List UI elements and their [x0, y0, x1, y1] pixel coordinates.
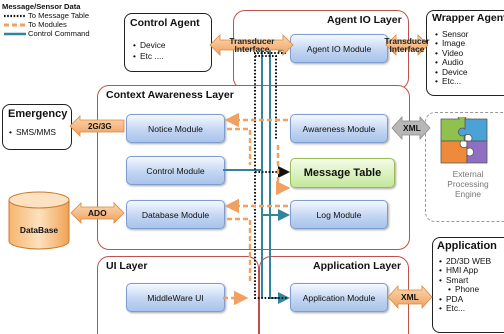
transducer-line: Transducer	[229, 36, 275, 46]
wrapper-agent-item: Audio	[435, 57, 468, 67]
transducer-line: Interface	[234, 43, 270, 54]
emergency-box: Emergency SMS/MMS	[2, 104, 72, 150]
external-engine-line: External	[452, 169, 484, 179]
application-module[interactable]: Application Module	[290, 283, 388, 312]
agent-io-module[interactable]: Agent IO Module	[290, 34, 388, 63]
xml-arrow-top	[391, 115, 431, 141]
database-icon	[8, 191, 70, 250]
wrapper-agent-box: Wrapper Agent Sensor Image Video Audio D…	[426, 10, 504, 96]
2g3g-arrow	[69, 115, 125, 137]
legend-dashed-line-icon	[4, 23, 26, 27]
application-box-title: Application	[437, 240, 497, 252]
transducer-line: Interface	[389, 43, 425, 54]
message-table-lines	[254, 52, 290, 299]
legend-item-message-table: To Message Table	[2, 11, 90, 20]
orange-to-ui-line	[227, 217, 252, 282]
transducer-label-right: Transducer Interface	[383, 36, 431, 54]
application-box-item: HMI App	[439, 265, 491, 275]
external-engine-line: Engine	[454, 189, 482, 199]
legend-title: Message/Sensor Data	[2, 2, 81, 11]
application-box-list: 2D/3D WEB HMI App Smart Phone PDA Etc...	[439, 256, 491, 313]
xml-arrow-bottom	[387, 284, 433, 310]
transducer-arrow-right	[385, 34, 429, 56]
awareness-module[interactable]: Awareness Module	[290, 114, 388, 143]
application-box: Application 2D/3D WEB HMI App Smart Phon…	[432, 237, 504, 333]
wrapper-agent-item: Sensor	[435, 29, 469, 39]
module-lines	[223, 112, 291, 306]
context-awareness-layer-title: Context Awareness Layer	[106, 89, 234, 101]
wrapper-agent-item: Image	[435, 38, 468, 48]
control-agent-item: Etc ....	[133, 51, 166, 61]
database-label: DataBase	[19, 225, 59, 235]
legend-label-message-table: To Message Table	[28, 11, 90, 20]
application-box-item: Phone	[439, 284, 491, 294]
orange-to-message-line	[276, 145, 291, 196]
log-module[interactable]: Log Module	[290, 200, 388, 229]
wrapper-agent-title: Wrapper Agent	[432, 12, 504, 24]
orange-down-line	[227, 127, 252, 165]
emergency-title: Emergency	[8, 108, 68, 120]
control-to-log-line	[261, 170, 290, 221]
dotted-io-to-app-line	[254, 52, 288, 299]
external-engine-box: External Processing Engine	[425, 112, 504, 222]
puzzle-icon	[440, 117, 488, 164]
emergency-item: SMS/MMS	[9, 127, 56, 137]
legend-solid-line-icon	[4, 32, 26, 36]
database-cylinder: DataBase	[7, 191, 71, 251]
wrapper-agent-item: Device	[435, 67, 468, 77]
application-box-item: Etc...	[439, 303, 491, 313]
agent-io-layer-title: Agent IO Layer	[327, 14, 402, 26]
notice-module[interactable]: Notice Module	[126, 114, 225, 143]
wrapper-agent-item: Video	[435, 48, 468, 58]
2g3g-label: 2G/3G	[88, 122, 112, 131]
external-engine-label: External Processing Engine	[426, 169, 504, 199]
legend-label-control-command: Control Command	[28, 29, 90, 38]
application-box-item: PDA	[439, 294, 491, 304]
legend-dotted-line-icon	[4, 14, 26, 18]
dotted-short-line	[255, 55, 277, 140]
application-box-item: Smart	[439, 275, 491, 285]
legend-item-control-command: Control Command	[2, 29, 90, 38]
transducer-label-left: Transducer Interface	[218, 36, 286, 54]
xml-label-top: XML	[403, 123, 421, 133]
control-module[interactable]: Control Module	[126, 156, 225, 185]
wrapper-agent-item: Etc...	[435, 76, 468, 86]
control-agent-box: Control Agent Device Etc ....	[124, 13, 212, 72]
legend-item-modules: To Modules	[2, 20, 90, 29]
transducer-line: Transducer	[384, 36, 430, 46]
transducer-arrow-left	[209, 34, 294, 56]
emergency-list: SMS/MMS	[9, 127, 56, 137]
message-table[interactable]: Message Table	[290, 158, 395, 188]
xml-label-bottom: XML	[401, 292, 419, 302]
control-agent-list: Device Etc ....	[133, 40, 166, 62]
wrapper-agent-list: Sensor Image Video Audio Device Etc...	[435, 29, 469, 86]
legend-label-modules: To Modules	[28, 20, 67, 29]
application-layer-title: Application Layer	[313, 260, 402, 272]
ui-layer-title: UI Layer	[106, 260, 148, 272]
control-agent-item: Device	[133, 40, 166, 50]
external-engine-line: Processing	[447, 179, 489, 189]
control-agent-title: Control Agent	[130, 17, 200, 29]
ado-label: ADO	[88, 208, 107, 218]
legend: Message/Sensor Data To Message Table To …	[2, 2, 90, 38]
application-box-item: 2D/3D WEB	[439, 256, 491, 266]
ado-arrow	[70, 202, 125, 224]
database-module[interactable]: Database Module	[126, 200, 225, 229]
